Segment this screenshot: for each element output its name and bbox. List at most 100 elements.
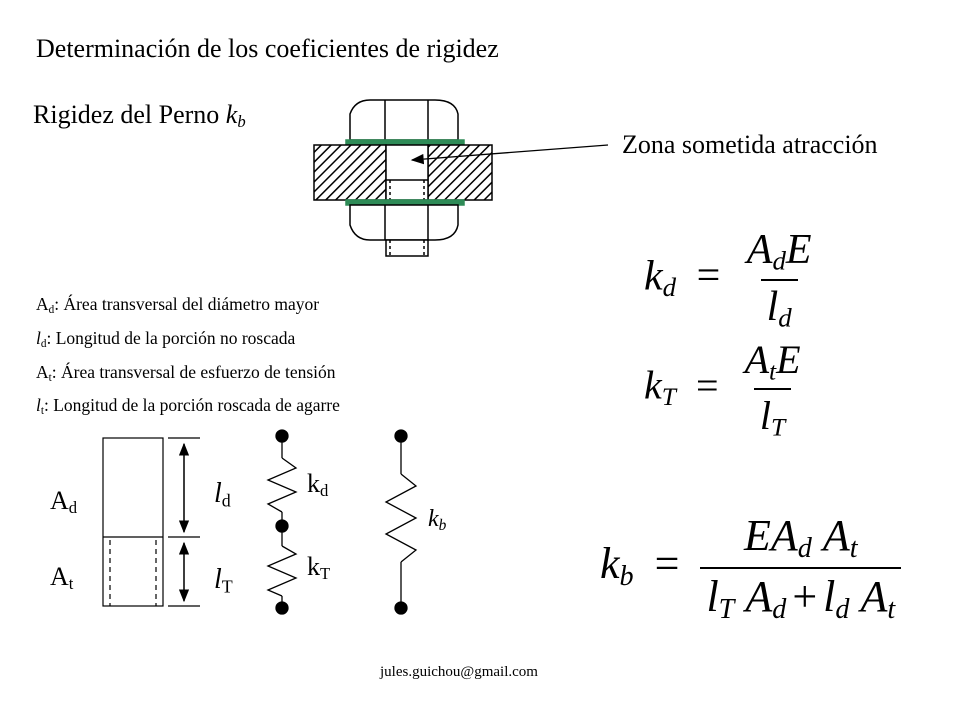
callout-arrow [410, 144, 609, 165]
subtitle: Rigidez del Perno kb [33, 100, 246, 132]
formula-sub: d [778, 302, 792, 333]
label-main: k [307, 552, 320, 581]
series-springs [266, 429, 298, 615]
label-main: k [307, 469, 320, 498]
formula-symbol: k [644, 362, 662, 408]
formula-kb: kb = EAd At lT Ad+ld At [600, 510, 902, 626]
definition-sub: d [40, 337, 47, 350]
plus-sign: + [792, 572, 818, 622]
definition-text: : Área transversal de esfuerzo de tensió… [51, 361, 336, 382]
formula-symbol: l [706, 572, 719, 622]
slide-title: Determinación de los coeficientes de rig… [36, 34, 499, 63]
definition-text: : Longitud de la porción no roscada [46, 327, 296, 348]
formula-symbol: A [822, 511, 850, 560]
numerator: AtE [739, 336, 807, 388]
label-kd: kd [307, 469, 328, 501]
equals-sign: = [696, 362, 719, 408]
subtitle-text: Rigidez del Perno [33, 100, 226, 129]
bolt-assembly [313, 99, 493, 257]
label-sub: d [68, 498, 78, 518]
nut [349, 204, 459, 241]
bolt-shank [385, 144, 429, 201]
bolt-end [385, 239, 429, 257]
formula-sub: d [772, 594, 787, 626]
formula-sub: d [797, 533, 812, 565]
label-kT: kT [307, 552, 330, 584]
label-lT: lT [214, 564, 233, 597]
formula-sub: t [769, 356, 777, 386]
label-main: A [50, 562, 69, 591]
formula-symbol: l [766, 283, 779, 330]
definition-item: lt: Longitud de la porción roscada de ag… [36, 391, 340, 425]
bar-outline [102, 437, 164, 607]
spring-kb [384, 473, 418, 563]
numerator: AdE [741, 226, 818, 279]
label-main: l [214, 564, 222, 595]
equals-sign: = [654, 539, 680, 589]
subtitle-symbol: k [225, 100, 238, 129]
label-kb: kb [428, 506, 446, 535]
formula-sub: T [661, 381, 676, 411]
label-main: k [428, 506, 439, 532]
label-sub: T [221, 576, 233, 597]
numerator: EAd At [738, 510, 864, 567]
formula-symbol: A [860, 572, 888, 622]
denominator: ld [760, 278, 798, 334]
equals-sign: = [696, 253, 721, 300]
formula-sub: d [835, 594, 850, 626]
node-dot [275, 601, 289, 615]
definition-sub: d [48, 303, 55, 316]
formula-sub: T [718, 594, 735, 626]
definition-text: : Área transversal del diámetro mayor [54, 294, 320, 314]
bolt-model-bar [102, 437, 200, 607]
formula-sub: T [771, 412, 786, 442]
fraction: AtE lT [739, 336, 807, 443]
fraction: AdE ld [741, 226, 818, 333]
label-sub: t [68, 574, 74, 594]
denominator: lT [753, 388, 792, 442]
definition-symbol: l [36, 327, 41, 348]
label-ld: ld [214, 478, 231, 511]
definition-text: : Longitud de la porción roscada de agar… [43, 395, 340, 416]
formula-symbol: E [776, 337, 801, 382]
label-sub: b [438, 516, 447, 534]
callout-label: Zona sometida atracción [622, 130, 878, 159]
label-sub: d [221, 490, 231, 511]
definitions-list: Ad: Área transversal del diámetro mayor … [36, 290, 340, 425]
subtitle-subscript: b [237, 112, 246, 132]
formula-sub: b [619, 561, 634, 593]
definition-symbol: A [36, 361, 49, 382]
formula-kd: kd = AdE ld [644, 226, 818, 333]
spring-kd [266, 457, 298, 513]
formula-symbol: E [785, 227, 812, 273]
formula-sub: t [887, 594, 896, 626]
formula-symbol: A [744, 337, 769, 382]
formula-sub: t [849, 533, 858, 565]
label-Ad: Ad [50, 486, 77, 518]
label-sub: d [320, 481, 329, 501]
spring-kT [266, 545, 298, 597]
definition-item: At: Área transversal de esfuerzo de tens… [36, 358, 340, 392]
denominator: lT Ad+ld At [700, 567, 902, 626]
definition-symbol: A [36, 294, 49, 314]
definition-item: ld: Longitud de la porción no roscada [36, 324, 340, 358]
footer-email: jules.guichou@gmail.com [380, 664, 538, 680]
bolt-head [349, 99, 459, 141]
label-sub: T [320, 564, 331, 584]
right-member [427, 144, 493, 201]
formula-symbol: A [746, 227, 773, 273]
formula-symbol: E [744, 511, 771, 560]
label-main: A [50, 486, 69, 515]
equivalent-spring [384, 429, 418, 615]
formula-symbol: k [600, 539, 620, 589]
formula-sub: d [662, 272, 677, 303]
formula-symbol: A [770, 511, 798, 560]
definition-symbol: l [36, 395, 41, 416]
formula-symbol: l [823, 572, 836, 622]
left-member [313, 144, 387, 201]
label-main: l [214, 478, 222, 509]
formula-symbol: k [644, 253, 663, 300]
node-dot [394, 601, 408, 615]
